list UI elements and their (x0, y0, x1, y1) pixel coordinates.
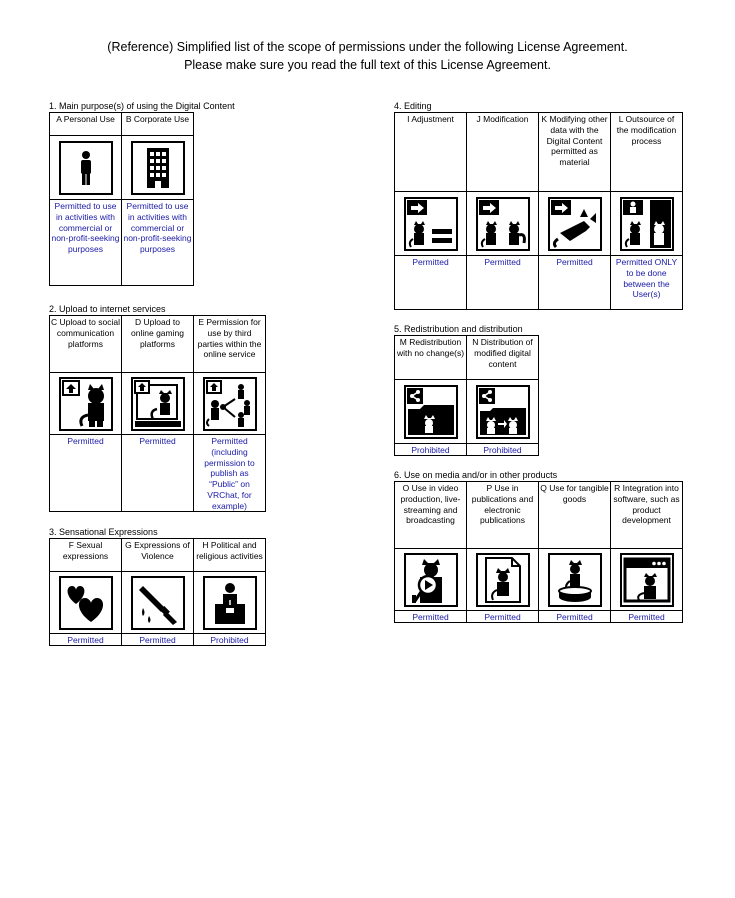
section-upload: 2. Upload to internet services C Upload … (49, 304, 266, 512)
section-title: 6. Use on media and/or in other products (394, 470, 558, 480)
item-label: M Redistribution with no change(s) (395, 335, 466, 380)
section-redistribution: 5. Redistribution and distribution M Red… (394, 324, 539, 456)
modify-other-icon (547, 196, 602, 251)
item-status: Permitted (50, 435, 121, 512)
section-title: 5. Redistribution and distribution (394, 324, 523, 334)
item-status: Permitted to use in activities with comm… (50, 200, 121, 286)
item-status: Permitted (611, 611, 682, 623)
item-label: B Corporate Use (122, 112, 193, 136)
item-status: Permitted (50, 634, 121, 646)
item-label: P Use in publications and electronic pub… (467, 481, 538, 549)
item-label: F Sexual expressions (50, 538, 121, 572)
item-label: K Modifying other data with the Digital … (539, 112, 610, 192)
upload-social-icon (58, 376, 113, 431)
item-label: G Expressions of Violence (122, 538, 193, 572)
person-icon (58, 140, 113, 195)
section-sensational: 3. Sensational Expressions F Sexual expr… (49, 527, 266, 646)
video-icon (403, 552, 458, 607)
building-icon (130, 140, 185, 195)
outsource-icon (619, 196, 674, 251)
item-status: Permitted (122, 435, 193, 512)
modification-icon (475, 196, 530, 251)
distribution-modified-icon (475, 384, 530, 439)
item-status: Permitted (including permission to publi… (194, 435, 265, 512)
item-status: Permitted (467, 256, 538, 310)
adjustment-icon (403, 196, 458, 251)
share-third-party-icon (202, 376, 257, 431)
section-editing: 4. Editing I Adjustment Permitted J Modi… (394, 101, 683, 310)
item-status: Permitted to use in activities with comm… (122, 200, 193, 286)
item-status: Permitted (539, 256, 610, 310)
section-title: 2. Upload to internet services (49, 304, 166, 314)
figure-goods-icon (547, 552, 602, 607)
section-media: 6. Use on media and/or in other products… (394, 470, 683, 623)
item-status: Permitted (395, 611, 466, 623)
knife-icon (130, 575, 185, 630)
item-label: R Integration into software, such as pro… (611, 481, 682, 549)
item-status: Permitted (539, 611, 610, 623)
item-status: Prohibited (395, 444, 466, 456)
item-label: I Adjustment (395, 112, 466, 192)
section-title: 3. Sensational Expressions (49, 527, 158, 537)
item-label: J Modification (467, 112, 538, 192)
section-title: 1. Main purpose(s) of using the Digital … (49, 101, 235, 111)
page-header: (Reference) Simplified list of the scope… (0, 38, 735, 74)
item-label: L Outsource of the modification process (611, 112, 682, 192)
item-status: Permitted (467, 611, 538, 623)
software-icon (619, 552, 674, 607)
section-main-purpose: 1. Main purpose(s) of using the Digital … (49, 101, 235, 286)
header-line-1: (Reference) Simplified list of the scope… (107, 40, 628, 54)
item-status: Permitted (122, 634, 193, 646)
redistribution-icon (403, 384, 458, 439)
upload-gaming-icon (130, 376, 185, 431)
item-label: E Permission for use by third parties wi… (194, 315, 265, 373)
item-label: C Upload to social communication platfor… (50, 315, 121, 373)
item-status: Prohibited (467, 444, 538, 456)
item-status: Permitted (395, 256, 466, 310)
publication-icon (475, 552, 530, 607)
hearts-icon (58, 575, 113, 630)
item-label: Q Use for tangible goods (539, 481, 610, 549)
item-status: Prohibited (194, 634, 265, 646)
item-status: Permitted ONLY to be done between the Us… (611, 256, 682, 310)
header-line-2: Please make sure you read the full text … (184, 58, 551, 72)
item-label: O Use in video production, live-streamin… (395, 481, 466, 549)
item-label: N Distribution of modified digital conte… (467, 335, 538, 380)
item-label: A Personal Use (50, 112, 121, 136)
item-label: H Political and religious activities (194, 538, 265, 572)
item-label: D Upload to online gaming platforms (122, 315, 193, 373)
podium-icon (202, 575, 257, 630)
section-title: 4. Editing (394, 101, 432, 111)
